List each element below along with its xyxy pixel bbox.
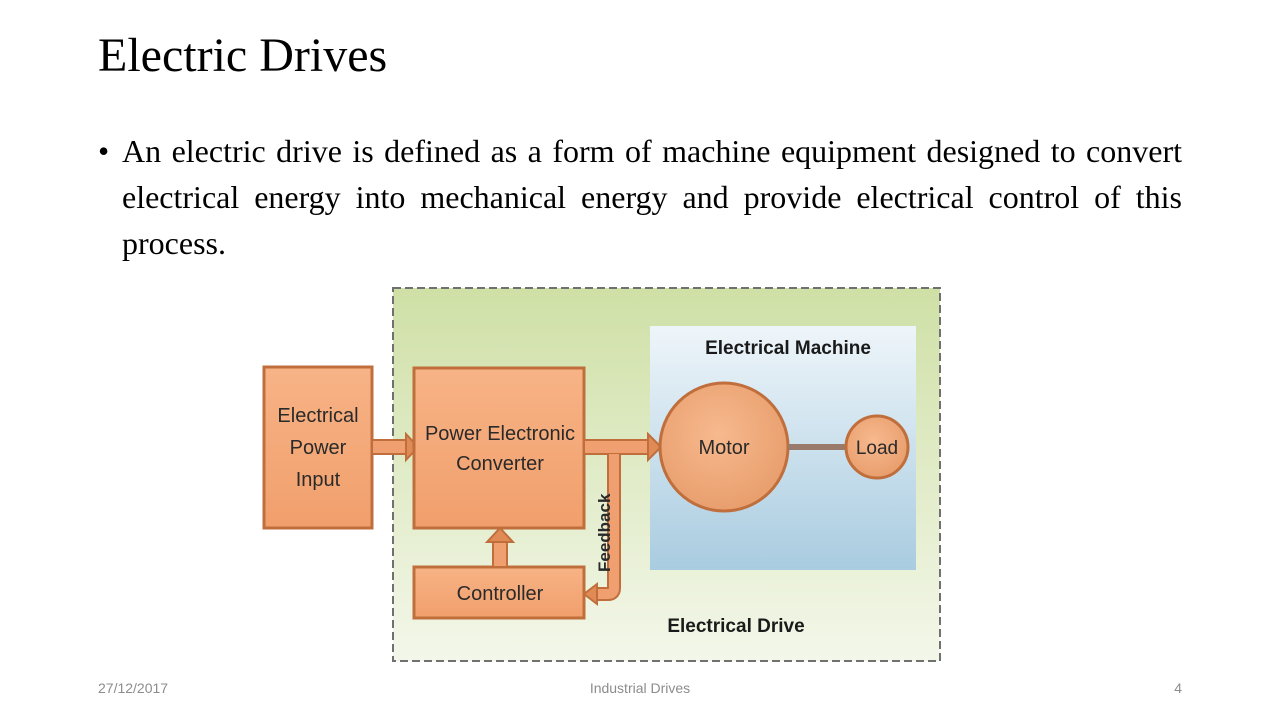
feedback-path [582, 454, 621, 607]
input-to-converter-arrow [371, 431, 420, 463]
page-number: 4 [1174, 680, 1182, 696]
footer-title: Industrial Drives [589, 680, 691, 696]
power-input-block [262, 365, 374, 530]
bullet-text: An electric drive is defined as a form o… [122, 133, 1182, 261]
converter-block [412, 366, 586, 530]
load-label: Load [856, 438, 898, 459]
power-input-label-1: Electrical [277, 405, 358, 427]
controller-to-converter-arrow [484, 526, 516, 568]
controller-label: Controller [457, 583, 544, 605]
load-circle [844, 414, 910, 480]
converter-label-2: Converter [456, 453, 544, 475]
footer-date: 27/12/2017 [98, 680, 169, 696]
converter-label-1: Power Electronic [425, 423, 575, 445]
electrical-drive-label: Electrical Drive [667, 616, 804, 637]
power-input-label-3: Input [296, 469, 341, 491]
electrical-machine-label: Electrical Machine [705, 338, 871, 359]
power-input-label-2: Power [290, 437, 347, 459]
controller-block [412, 565, 586, 620]
bullet-point: • An electric drive is defined as a form… [98, 128, 1182, 266]
feedback-label: Feedback [595, 493, 614, 572]
motor-label: Motor [698, 437, 749, 459]
converter-to-motor-arrow [583, 431, 663, 463]
bullet-marker: • [98, 133, 110, 169]
motor-load-shaft [788, 444, 848, 450]
slide-title: Electric Drives [98, 29, 388, 82]
